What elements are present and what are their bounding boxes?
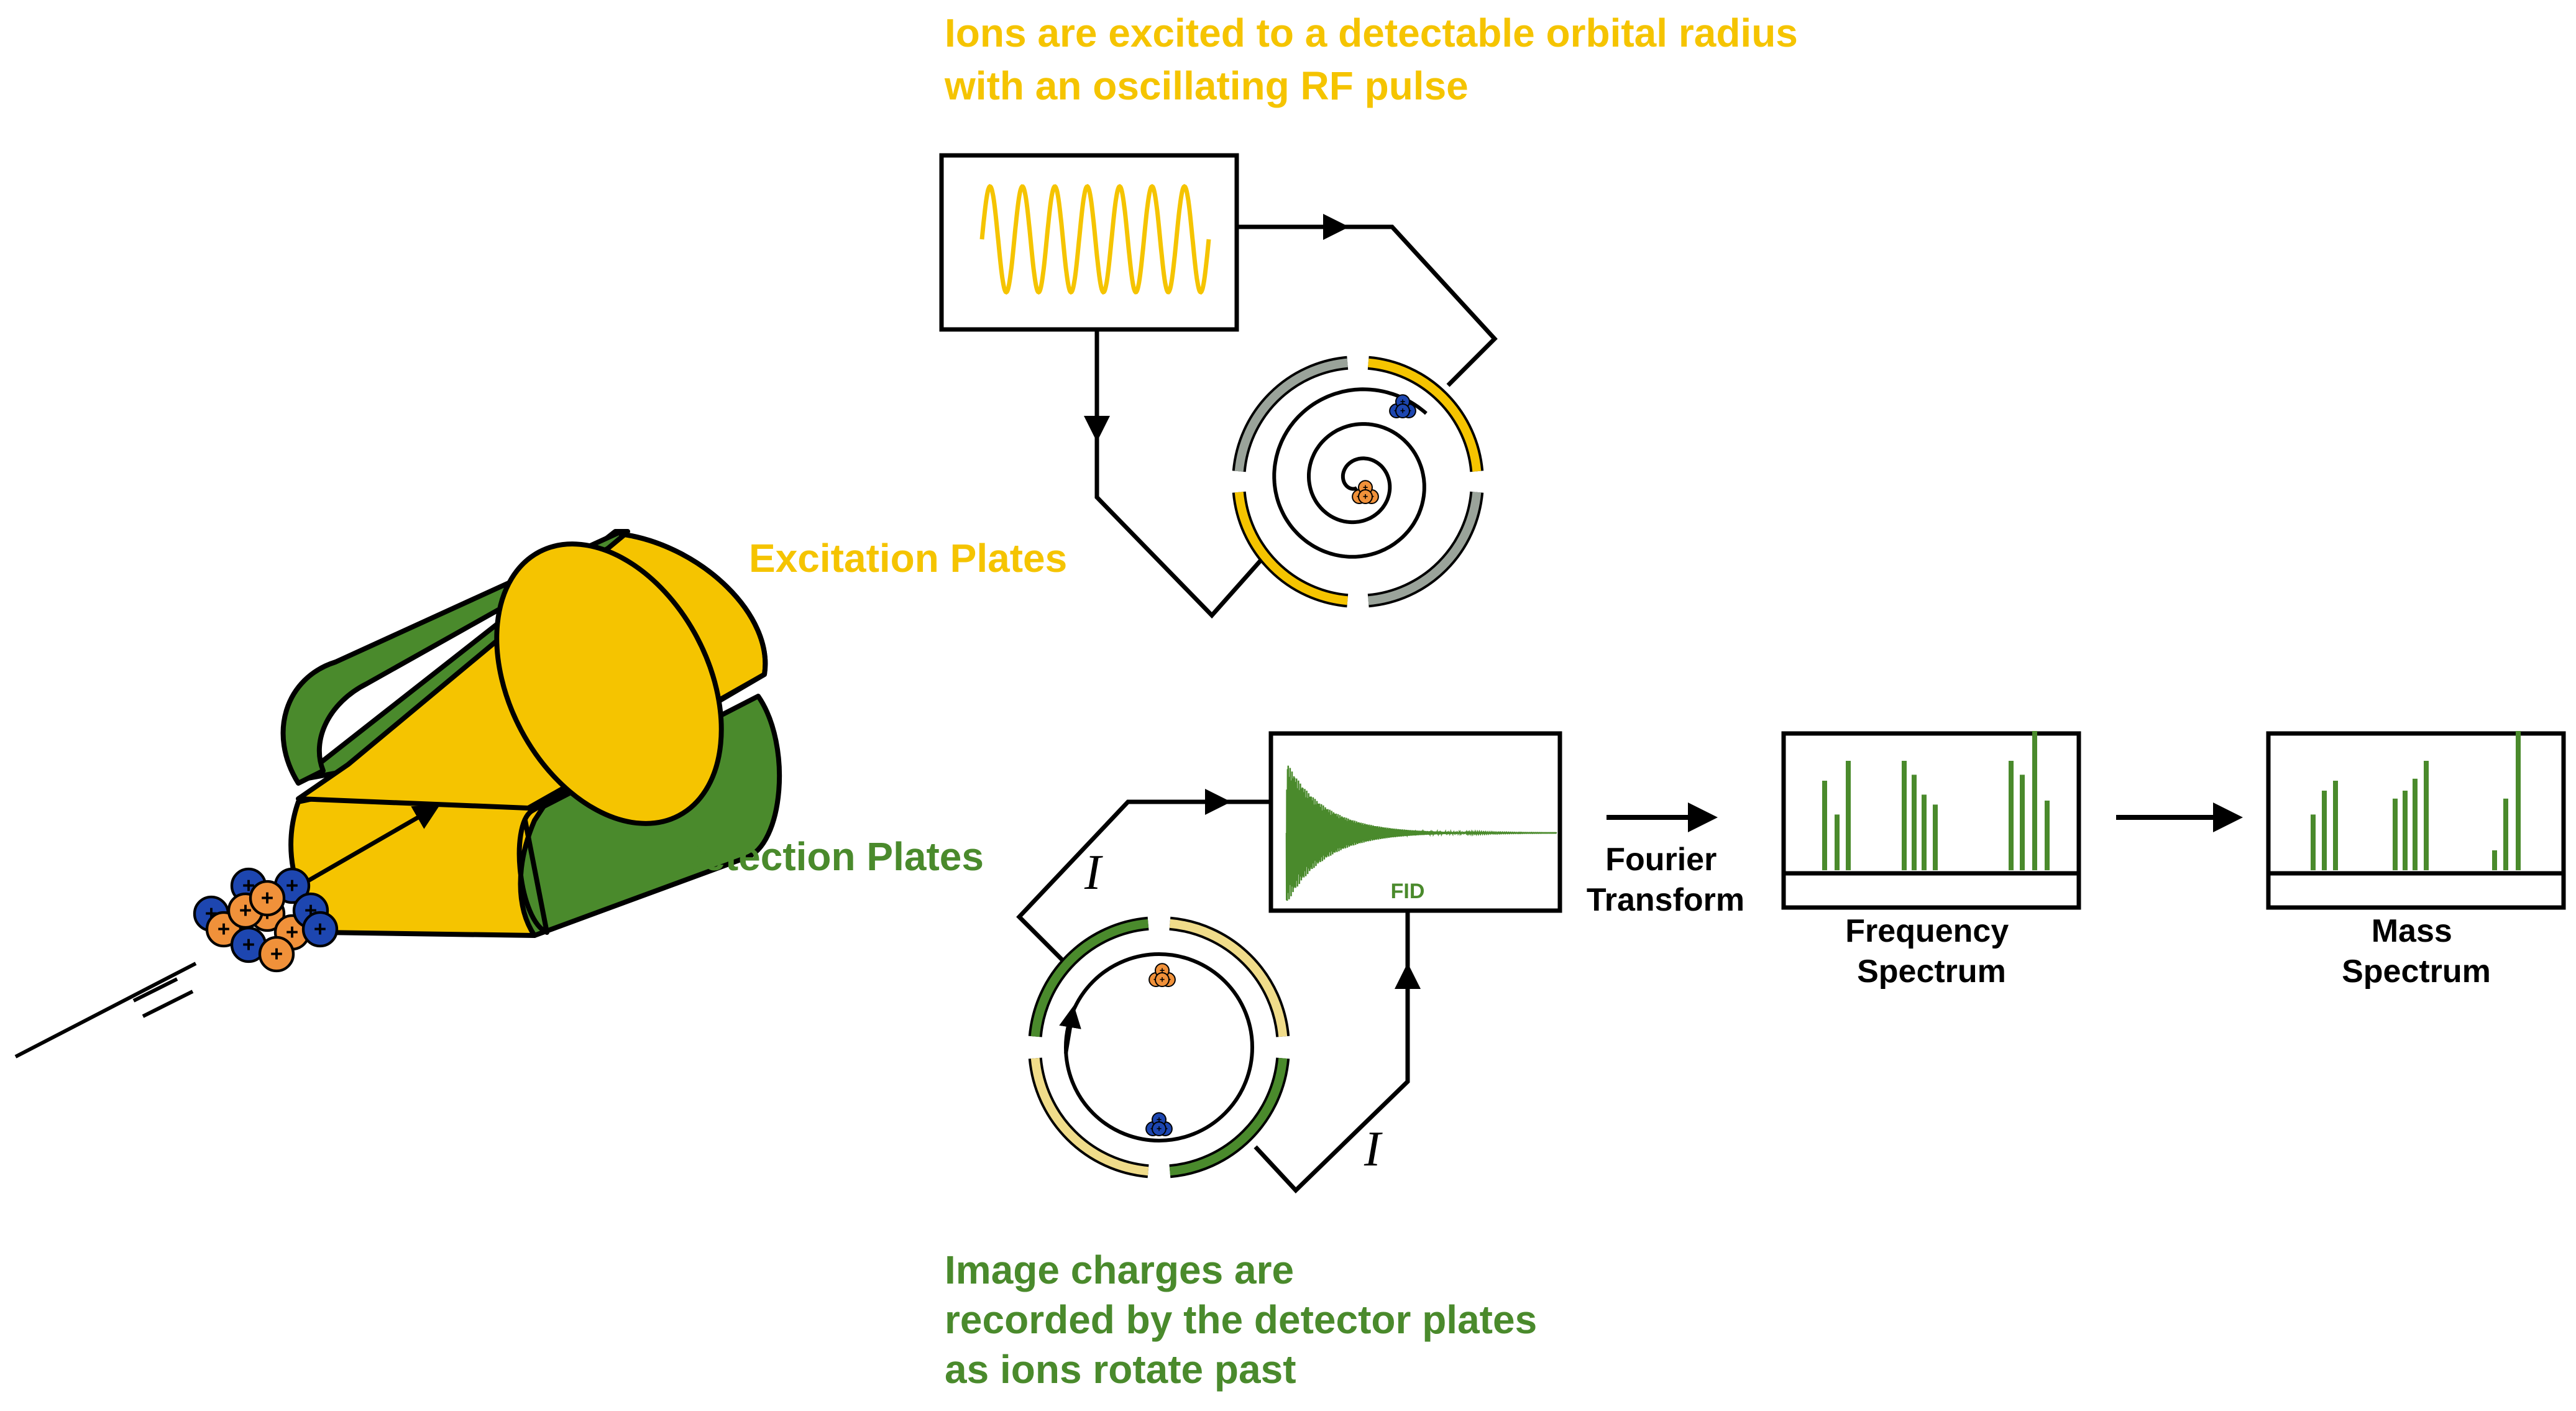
orange-ion-cluster: ++++ bbox=[1148, 963, 1176, 988]
spectrum-peak bbox=[2333, 781, 2338, 870]
frequency-spectrum bbox=[1781, 731, 2081, 910]
excitation-plate-arc-inactive bbox=[1030, 1057, 1149, 1176]
spectrum-peak bbox=[2403, 791, 2408, 870]
svg-text:+: + bbox=[1400, 397, 1405, 407]
detection-plates-label: Detection Plates bbox=[674, 834, 984, 879]
ion: + bbox=[1152, 1121, 1167, 1137]
spectrum-peak bbox=[1822, 781, 1827, 870]
detection-plate-arc-inactive bbox=[1368, 492, 1482, 605]
svg-text:+: + bbox=[314, 917, 327, 941]
spectrum-peak bbox=[2424, 761, 2429, 870]
ion: + bbox=[1395, 403, 1410, 419]
svg-text:+: + bbox=[1157, 1115, 1162, 1125]
ion-spiral-path bbox=[1272, 387, 1428, 559]
excitation-plates-label: Excitation Plates bbox=[749, 536, 1067, 581]
detection-plate-arc bbox=[1169, 1057, 1288, 1176]
detection-plate-arc bbox=[1030, 919, 1149, 1037]
spectrum-peak bbox=[1902, 761, 1907, 870]
excitation-plate-arc-inactive bbox=[1169, 919, 1288, 1037]
fourier-transform-label: Fourier Transform bbox=[1587, 842, 1744, 918]
svg-text:+: + bbox=[1363, 492, 1368, 502]
fid-label: FID bbox=[1391, 880, 1425, 903]
excitation-wires bbox=[1084, 214, 1498, 619]
orbit-direction-arrow bbox=[1059, 1005, 1081, 1054]
spectrum-peak bbox=[2503, 798, 2508, 870]
svg-text:+: + bbox=[286, 920, 299, 944]
spectrum-peak bbox=[1846, 761, 1851, 870]
fid-display: FID bbox=[1268, 731, 1562, 913]
orange-ion-cluster: ++++ bbox=[1352, 480, 1379, 505]
detection-note: Image charges are recorded by the detect… bbox=[945, 1248, 1548, 1392]
rf-generator bbox=[939, 153, 1239, 332]
spectrum-peak bbox=[2045, 801, 2050, 870]
spectrum-peak bbox=[2516, 731, 2521, 870]
excitation-cell: ++++++++ bbox=[1232, 356, 1484, 608]
spectrum-peak bbox=[2009, 761, 2014, 870]
ion: + bbox=[258, 935, 295, 973]
icr-cell bbox=[280, 529, 782, 938]
blue-ion-cluster: ++++ bbox=[1145, 1112, 1173, 1137]
spectrum-peak bbox=[2020, 774, 2025, 870]
mass-spectrum-label: Mass Spectrum bbox=[2342, 913, 2491, 990]
spectrum-peak bbox=[2032, 731, 2037, 870]
excitation-plate-arc bbox=[1368, 358, 1482, 472]
svg-text:+: + bbox=[239, 898, 252, 922]
svg-text:+: + bbox=[1400, 407, 1405, 416]
mass-spectrum bbox=[2266, 731, 2566, 910]
excitation-note: Ions are excited to a detectable orbital… bbox=[944, 11, 1809, 108]
svg-text:+: + bbox=[1363, 483, 1368, 493]
frequency-spectrum-label: Frequency Spectrum bbox=[1845, 913, 2017, 990]
ion: + bbox=[1358, 489, 1373, 505]
svg-text:+: + bbox=[1160, 975, 1165, 985]
svg-text:+: + bbox=[1157, 1124, 1162, 1134]
svg-text:+: + bbox=[286, 873, 299, 898]
ion: + bbox=[301, 911, 339, 948]
svg-text:+: + bbox=[242, 932, 255, 957]
spectrum-peak bbox=[1835, 814, 1840, 870]
spectrum-peak bbox=[1922, 794, 1927, 870]
ion-cluster: ++++++++++++ bbox=[193, 867, 339, 973]
current-symbol-lower: I bbox=[1364, 1122, 1383, 1177]
detection-plate-arc-inactive bbox=[1234, 358, 1348, 472]
excitation-plate-arc bbox=[1234, 492, 1348, 605]
svg-text:+: + bbox=[270, 942, 283, 966]
spectrum-peak bbox=[1912, 774, 1917, 870]
detection-cell: ++++++++ bbox=[1028, 916, 1290, 1179]
svg-text:+: + bbox=[261, 886, 274, 910]
blue-ion-cluster: ++++ bbox=[1389, 394, 1416, 419]
spectrum-peak bbox=[2393, 798, 2398, 870]
spectrum-peak bbox=[2311, 814, 2316, 870]
spectrum-peak bbox=[2322, 791, 2327, 870]
current-symbol-upper: I bbox=[1084, 845, 1103, 900]
ion-beam-trails bbox=[14, 962, 197, 1059]
spectrum-peak bbox=[2413, 778, 2418, 870]
spectrum-peak bbox=[2492, 850, 2497, 870]
ion: + bbox=[1155, 972, 1170, 988]
svg-text:+: + bbox=[218, 917, 231, 941]
detection-wires bbox=[1016, 789, 1421, 1194]
ion: + bbox=[249, 880, 286, 917]
svg-text:+: + bbox=[1160, 966, 1165, 976]
spectrum-peak bbox=[1933, 804, 1938, 870]
